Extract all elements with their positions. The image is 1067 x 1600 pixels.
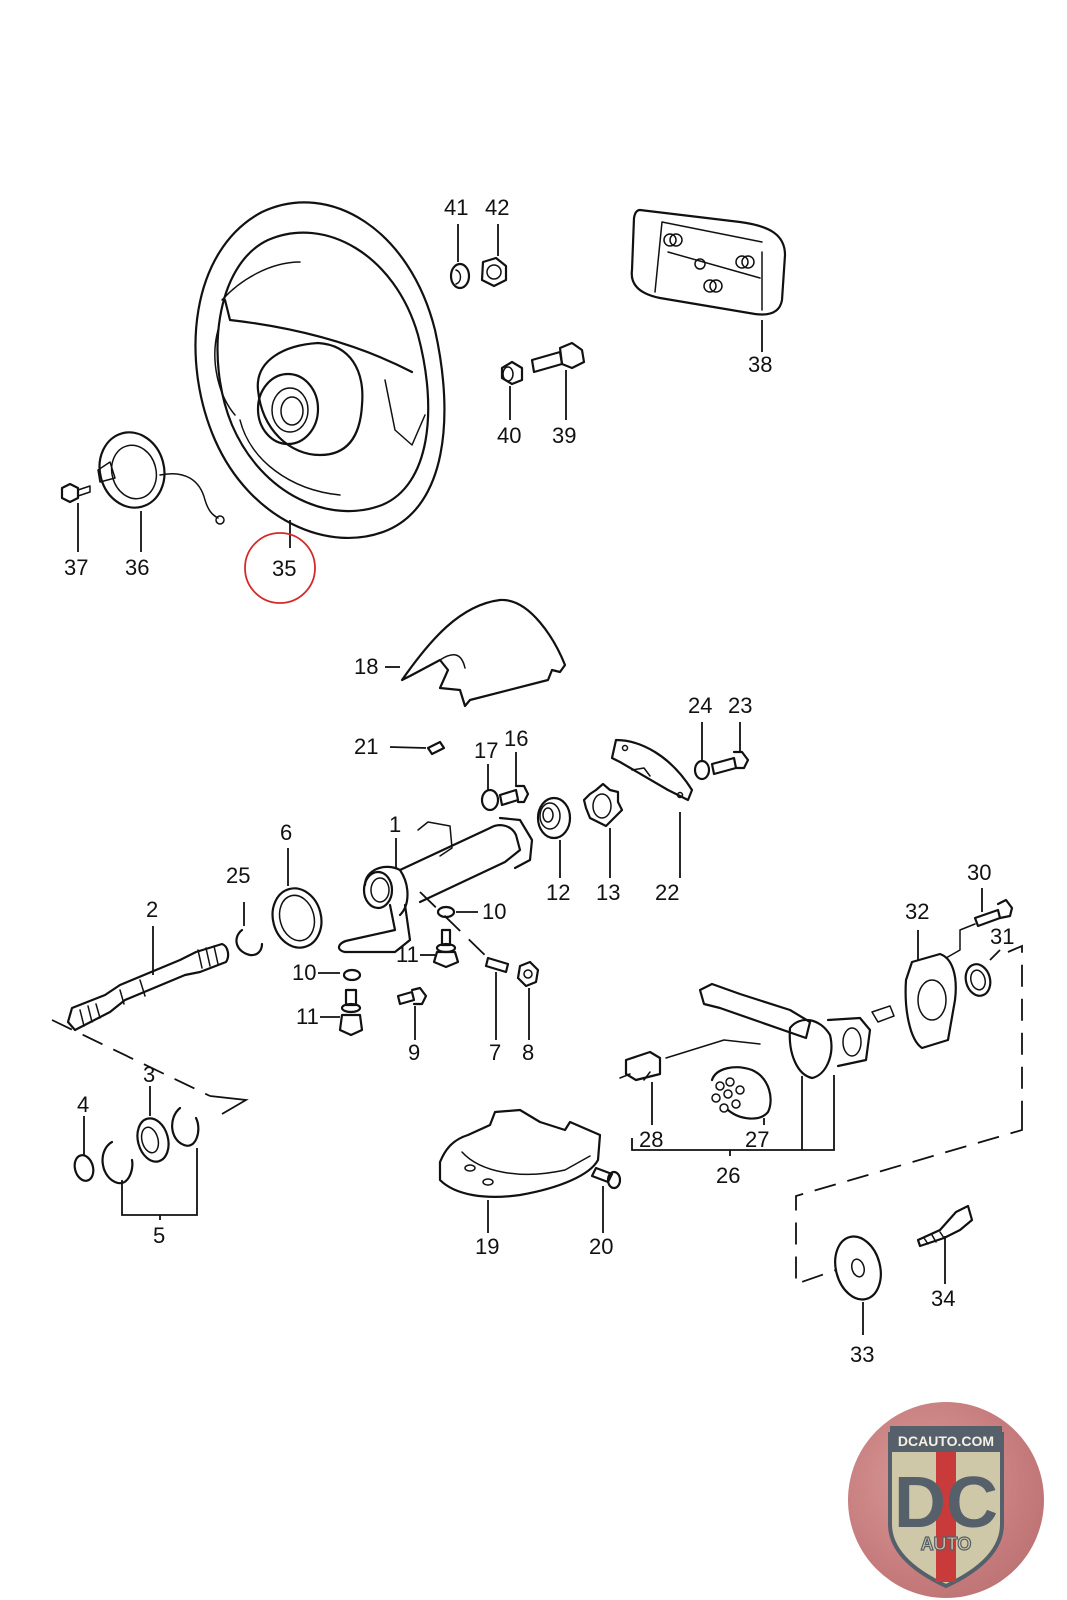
upper-shroud-18-part[interactable] <box>400 598 567 708</box>
callout-4[interactable]: 4 <box>77 1092 89 1117</box>
screw-16-part[interactable] <box>498 784 530 807</box>
bolt-37-part[interactable] <box>60 482 91 504</box>
callout-8[interactable]: 8 <box>522 1040 534 1065</box>
steering-lock-housing-part[interactable] <box>698 982 895 1080</box>
callout-17[interactable]: 17 <box>474 738 498 763</box>
logo-stripe <box>936 1452 956 1582</box>
callout-19[interactable]: 19 <box>475 1234 499 1259</box>
callout-41[interactable]: 41 <box>444 195 468 220</box>
callout-21[interactable]: 21 <box>354 734 378 759</box>
callout-27[interactable]: 27 <box>745 1127 769 1152</box>
callout-23[interactable]: 23 <box>728 693 752 718</box>
ring-31-part[interactable] <box>962 961 993 998</box>
callout-25[interactable]: 25 <box>226 863 250 888</box>
set-screw-7-part[interactable] <box>484 956 510 974</box>
callout-38[interactable]: 38 <box>748 352 772 377</box>
callout-33[interactable]: 33 <box>850 1342 874 1367</box>
screw-23-part[interactable] <box>710 750 750 776</box>
callout-31[interactable]: 31 <box>990 924 1014 949</box>
logo-monogram: DC <box>894 1463 998 1543</box>
callout-10-lower[interactable]: 10 <box>292 960 316 985</box>
callout-39[interactable]: 39 <box>552 423 576 448</box>
star-ring-13-part[interactable] <box>582 782 624 828</box>
dcauto-watermark-logo: DCAUTO.COM DC AUTO <box>848 1402 1044 1598</box>
spacer-40-part[interactable] <box>500 360 524 386</box>
switch-28-part[interactable] <box>619 1050 662 1082</box>
logo-top-band <box>890 1426 1002 1452</box>
contact-ring-part[interactable] <box>91 425 225 525</box>
bolt-30-part[interactable] <box>973 898 1014 928</box>
cancelling-cam-22-part[interactable] <box>610 738 694 802</box>
lower-shroud-19-part[interactable] <box>438 1108 602 1198</box>
washer-24-part[interactable] <box>693 759 711 781</box>
key-34-part[interactable] <box>916 1204 974 1248</box>
callout-10-upper[interactable]: 10 <box>482 899 506 924</box>
ignition-switch-27-part[interactable] <box>710 1066 772 1120</box>
callout-28[interactable]: 28 <box>639 1127 663 1152</box>
stud-11-lower-part[interactable] <box>338 988 364 1037</box>
washer-17-part[interactable] <box>480 788 500 812</box>
logo-site-text: DCAUTO.COM <box>898 1433 994 1449</box>
bolt-39-part[interactable] <box>530 341 586 374</box>
callout-22[interactable]: 22 <box>655 880 679 905</box>
callout-2[interactable]: 2 <box>146 897 158 922</box>
bearing-3-part[interactable] <box>133 1115 173 1165</box>
bolt-9-part[interactable] <box>396 986 428 1006</box>
callout-1[interactable]: 1 <box>389 812 401 837</box>
washer-10-lower-part[interactable] <box>342 968 362 982</box>
lock-washer-41-part[interactable] <box>449 262 471 290</box>
nut-8-part[interactable] <box>516 960 540 988</box>
callout-11-lower[interactable]: 11 <box>296 1004 319 1029</box>
callout-34[interactable]: 34 <box>931 1286 955 1311</box>
steering-wheel-part[interactable] <box>194 201 446 539</box>
circlip-25-part[interactable] <box>235 928 264 957</box>
callout-35[interactable]: 35 <box>272 556 296 581</box>
callout-11-upper[interactable]: 11 <box>396 942 419 967</box>
callout-18[interactable]: 18 <box>354 654 378 679</box>
callout-12[interactable]: 12 <box>546 880 570 905</box>
callout-9[interactable]: 9 <box>408 1040 420 1065</box>
flange-32-part[interactable] <box>904 952 957 1050</box>
column-tube-1-part[interactable] <box>337 816 534 954</box>
clip-21-part[interactable] <box>426 740 446 756</box>
stud-11-upper-part[interactable] <box>432 928 460 969</box>
retaining-ring-5a-part[interactable] <box>101 1140 134 1185</box>
highlight-circle <box>244 532 316 604</box>
callout-30[interactable]: 30 <box>967 860 991 885</box>
trim-cap-33-part[interactable] <box>828 1231 887 1304</box>
callout-32[interactable]: 32 <box>905 899 929 924</box>
callout-20[interactable]: 20 <box>589 1234 613 1259</box>
washer-10-upper-part[interactable] <box>436 905 456 919</box>
callout-6[interactable]: 6 <box>280 820 292 845</box>
logo-subtitle: AUTO <box>921 1534 972 1554</box>
callout-24[interactable]: 24 <box>688 693 712 718</box>
screw-20-part[interactable] <box>590 1166 622 1190</box>
circlip-4-part[interactable] <box>72 1153 96 1183</box>
bearing-12-part[interactable] <box>536 796 572 840</box>
horn-pad-38-part[interactable] <box>630 208 787 316</box>
callout-26[interactable]: 26 <box>716 1163 740 1188</box>
callout-5[interactable]: 5 <box>153 1223 165 1248</box>
callout-37[interactable]: 37 <box>64 555 88 580</box>
callout-7[interactable]: 7 <box>489 1040 501 1065</box>
callout-40[interactable]: 40 <box>497 423 521 448</box>
retaining-ring-5b-part[interactable] <box>171 1106 200 1147</box>
seal-ring-6-part[interactable] <box>266 883 328 953</box>
callout-36[interactable]: 36 <box>125 555 149 580</box>
callout-13[interactable]: 13 <box>596 880 620 905</box>
nut-42-part[interactable] <box>480 256 508 288</box>
callout-42[interactable]: 42 <box>485 195 509 220</box>
callout-3[interactable]: 3 <box>143 1062 155 1087</box>
callout-16[interactable]: 16 <box>504 726 528 751</box>
steering-shaft-2-part[interactable] <box>66 942 230 1032</box>
